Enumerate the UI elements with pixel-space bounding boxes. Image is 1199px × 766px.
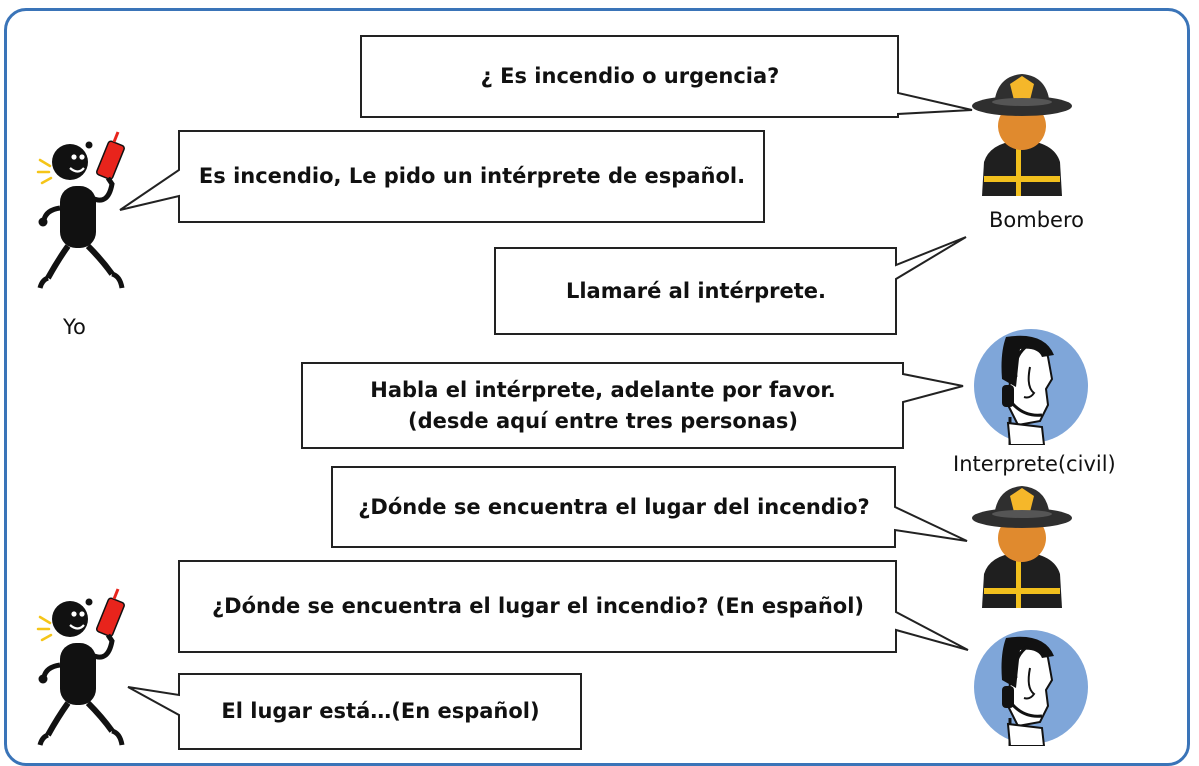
bubble-text: El lugar está…(En español): [221, 699, 540, 724]
caller-figure-icon: [26, 128, 144, 300]
bubble-outline: [360, 35, 973, 118]
firefighter-icon: [970, 478, 1074, 610]
bubble-text-line-2: (desde aquí entre tres personas): [408, 408, 798, 433]
bubble-interpreter-intro: Habla el intérprete, adelante por favor.…: [301, 362, 964, 449]
bubble-text-line-1: Habla el intérprete, adelante por favor.: [370, 378, 836, 403]
bubble-emergency-question: ¿ Es incendio o urgencia?: [360, 35, 973, 118]
bubble-outline: [178, 560, 969, 653]
bubble-outline: [127, 673, 582, 750]
bubble-outline: [494, 236, 967, 335]
bubble-interpreted-question: ¿Dónde se encuentra el lugar el incendio…: [178, 560, 969, 653]
bubble-call-interpreter: Llamaré al intérprete.: [494, 236, 967, 335]
interpreter-icon: [972, 628, 1090, 747]
label-yo: Yo: [63, 315, 86, 339]
interpreter-icon: [972, 327, 1090, 446]
bubble-text: Es incendio, Le pido un intérprete de es…: [198, 164, 746, 189]
firefighter-icon: [970, 66, 1074, 198]
bubble-fire-location-question: ¿Dónde se encuentra el lugar del incendi…: [331, 466, 968, 548]
bubble-caller-request: Es incendio, Le pido un intérprete de es…: [119, 130, 766, 223]
label-bombero: Bombero: [989, 208, 1084, 232]
bubble-outline: [301, 362, 964, 449]
bubble-outline: [331, 466, 968, 548]
label-interprete: Interprete(civil): [953, 452, 1116, 476]
caller-figure-icon: [26, 585, 144, 757]
bubble-caller-answer: El lugar está…(En español): [127, 673, 583, 750]
bubble-text: Llamaré al intérprete.: [565, 278, 827, 303]
bubble-text: ¿ Es incendio o urgencia?: [480, 64, 780, 89]
bubble-outline: [119, 130, 765, 223]
bubble-text: ¿Dónde se encuentra el lugar el incendio…: [211, 594, 865, 619]
bubble-text: ¿Dónde se encuentra el lugar del incendi…: [358, 494, 870, 519]
